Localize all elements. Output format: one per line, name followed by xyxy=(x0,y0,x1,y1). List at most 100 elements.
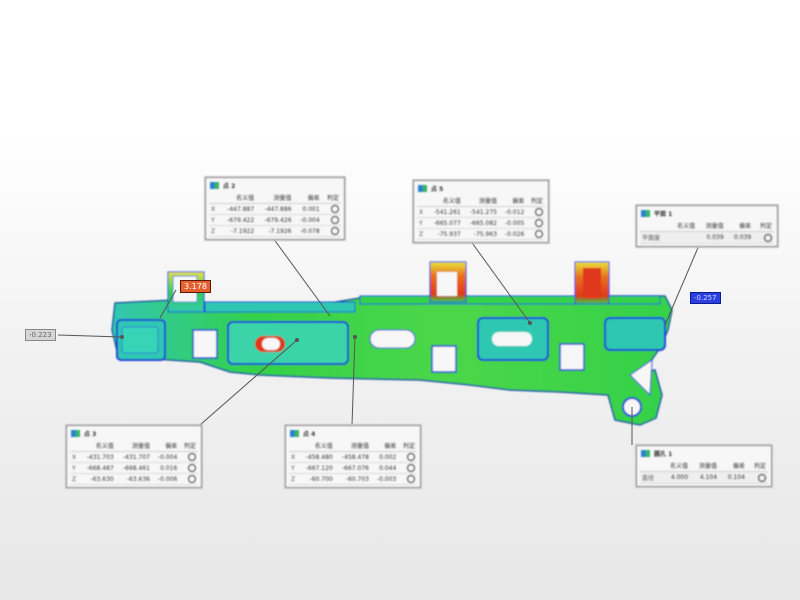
column-header: 测量值 xyxy=(256,192,294,204)
cell-nominal: -7.1922 xyxy=(218,225,257,237)
column-header xyxy=(209,192,219,204)
column-header: 偏差 xyxy=(151,440,180,452)
cell-axis: Z xyxy=(417,228,427,240)
pass-indicator xyxy=(398,462,417,474)
column-header: 名义值 xyxy=(668,220,698,232)
column-header xyxy=(70,440,80,452)
column-header: 测量值 xyxy=(462,195,499,207)
callout-header-row: 名义值测量值偏差判定 xyxy=(417,195,545,207)
callout-row: Z-63.630-63.636-0.006 xyxy=(70,473,198,485)
callout-title: 点 4 xyxy=(303,430,316,438)
column-header: 判定 xyxy=(179,440,198,452)
pass-indicator xyxy=(526,206,545,218)
feature-icon xyxy=(641,449,650,457)
cell-measured: -541.275 xyxy=(462,206,499,218)
callout-row: Z-7.1922-7.1926-0.078 xyxy=(209,225,341,237)
cell-axis: 直径 xyxy=(640,471,662,484)
window-c xyxy=(559,343,585,371)
pass-circle-icon xyxy=(188,475,196,483)
cell-measured: 0.039 xyxy=(697,231,726,244)
pass-indicator xyxy=(321,214,341,226)
cell-measured: -665.082 xyxy=(462,217,499,229)
pass-circle-icon xyxy=(535,230,543,238)
window-b xyxy=(431,345,457,373)
cell-dev: 0.001 xyxy=(293,203,322,215)
callout-title: 点 5 xyxy=(431,185,444,193)
cell-nominal: -668.487 xyxy=(79,462,116,474)
callout-row: X-541.261-541.275-0.012 xyxy=(417,206,545,218)
deviation-tag-orange[interactable]: 3.178 xyxy=(180,280,211,293)
callout-row: X-431.703-431.707-0.004 xyxy=(70,451,198,463)
cell-axis: Y xyxy=(70,462,80,474)
pass-indicator xyxy=(753,231,774,244)
cell-dev: 0.044 xyxy=(370,462,399,474)
cell-axis: X xyxy=(209,203,219,215)
column-header: 判定 xyxy=(746,460,768,472)
pass-circle-icon xyxy=(535,208,543,216)
callout-header-row: 名义值测量值偏差判定 xyxy=(640,460,768,472)
column-header: 测量值 xyxy=(115,440,152,452)
cell-nominal: -541.261 xyxy=(426,206,463,218)
cell-dev: -0.003 xyxy=(370,473,399,485)
cell-nominal: -458.480 xyxy=(298,451,335,463)
column-header: 判定 xyxy=(398,440,417,452)
pass-circle-icon xyxy=(331,216,339,224)
feature-icon xyxy=(418,184,427,192)
column-header: 偏差 xyxy=(293,192,322,204)
pass-indicator xyxy=(526,228,545,240)
pass-circle-icon xyxy=(407,464,415,472)
pass-circle-icon xyxy=(188,453,196,461)
callout-header-row: 名义值测量值偏差判定 xyxy=(289,440,417,452)
column-header: 名义值 xyxy=(79,440,116,452)
cell-dev: 0.104 xyxy=(719,471,747,484)
cell-axis: X xyxy=(70,451,80,463)
pass-indicator xyxy=(179,473,198,485)
callout-header-row: 名义值测量值偏差判定 xyxy=(640,220,774,232)
cell-nominal: -665.077 xyxy=(426,217,463,229)
cell-nominal: -431.703 xyxy=(79,451,116,463)
deviation-tag-blue[interactable]: -0.257 xyxy=(690,292,721,304)
cell-axis: X xyxy=(289,451,299,463)
callout-title: 点 2 xyxy=(223,182,236,190)
cell-dev: -0.026 xyxy=(498,228,527,240)
cell-nominal: -60.700 xyxy=(298,473,335,485)
cell-axis: X xyxy=(417,206,427,218)
left-block-face xyxy=(121,326,159,354)
cell-axis: Z xyxy=(289,473,299,485)
pass-indicator xyxy=(179,451,198,463)
column-header xyxy=(640,220,669,232)
column-header xyxy=(640,460,662,472)
feature-icon xyxy=(71,429,80,437)
pass-circle-icon xyxy=(407,475,415,483)
cell-dev: -0.004 xyxy=(293,214,322,226)
leader-lines xyxy=(57,237,701,445)
center-post-window xyxy=(437,272,457,296)
cell-measured: -679.426 xyxy=(256,214,294,226)
feature-icon xyxy=(210,181,219,189)
callout-title: 点 3 xyxy=(84,430,97,438)
upper-rail xyxy=(359,295,661,305)
pass-circle-icon xyxy=(331,205,339,213)
cell-nominal xyxy=(668,231,698,244)
cell-measured: -431.707 xyxy=(115,451,152,463)
pass-circle-icon xyxy=(407,453,415,461)
callout-row: Y-679.422-679.426-0.004 xyxy=(209,214,341,226)
callout-title: 平面 1 xyxy=(654,210,673,218)
deviation-tag-left[interactable]: -0.223 xyxy=(25,329,56,341)
cell-axis: 平面度 xyxy=(640,231,669,244)
window-a xyxy=(192,329,218,359)
pass-indicator xyxy=(321,203,341,215)
cell-axis: Z xyxy=(70,473,80,485)
